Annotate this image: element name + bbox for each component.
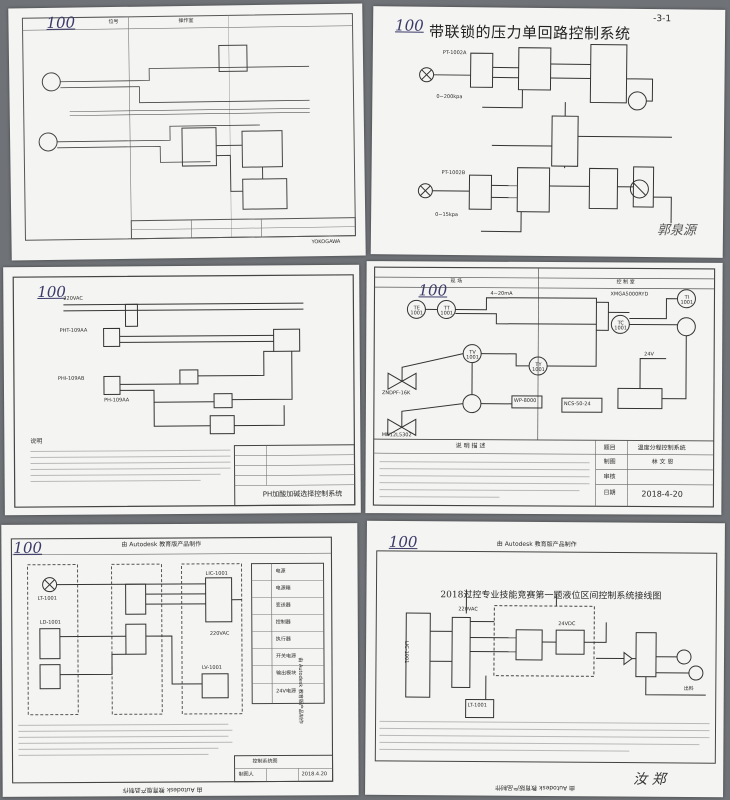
notes-heading: 说明	[30, 437, 43, 446]
drawing-sheet-2: 100 带联锁的压力单回路控制系统 -3-1 PT-1002A 0~200kpa…	[370, 6, 726, 258]
tag-dc: 24VDC	[558, 621, 576, 628]
score-mark: 100	[46, 13, 76, 32]
legend-2: 变送器	[275, 602, 291, 609]
score-mark: 100	[37, 282, 67, 302]
tag-analyzer: PH-109AA	[104, 397, 130, 404]
drawing-sheet-5: 100 由 Autodesk 教育版产品制作 由 Autodesk 教育版产品制…	[1, 523, 359, 797]
info-heading: 说 明 描 述	[455, 442, 486, 450]
legend-5: 开关电源	[275, 653, 297, 660]
header-label-room: 操作室	[178, 17, 194, 25]
score-mark: 100	[13, 538, 43, 557]
legend-7: 24V电源	[276, 688, 296, 695]
tag-transmitter: PHT-109AA	[59, 327, 88, 334]
tag-tv: TV 1001	[466, 349, 479, 361]
field-header: 现 场	[450, 278, 463, 285]
valve-model-b: MN12L5302	[381, 432, 412, 439]
tag-lic: LIC-1001	[205, 570, 228, 577]
tag-lt: LT-1001	[467, 702, 487, 709]
valve-model-a: ZNDPF-16K	[381, 390, 411, 397]
wiring-diagram-2	[417, 43, 672, 233]
header-label-tag: 位号	[108, 18, 119, 26]
wiring-diagram-4	[372, 266, 716, 508]
score-mark: 100	[395, 16, 424, 35]
maker-label: 制图	[603, 458, 616, 466]
title-block-brand: YOKOGAWA	[311, 238, 341, 246]
maker-value: 林 文 恩	[651, 458, 674, 466]
side-watermark: 由 Autodesk 教育版产品制作	[296, 657, 304, 724]
title-block-date: 2018.4.20	[301, 771, 328, 778]
tag-ti: TI 1001	[680, 294, 694, 306]
tag-lt: LT-1001	[37, 595, 57, 602]
tag-indicator: PHI-109AB	[57, 375, 85, 382]
edu-header: 由 Autodesk 教育版产品制作	[496, 540, 577, 549]
edu-header: 由 Autodesk 教育版产品制作	[121, 540, 202, 549]
tag-supply: 220VAC	[458, 606, 478, 613]
recorder-model: XMGA5000RYD	[610, 291, 649, 298]
wiring-diagram-3	[12, 274, 356, 508]
drawing-sheet-1: 100 位号 操作室 YOKOGAWA	[8, 3, 366, 261]
supply-label: 24V	[644, 351, 654, 358]
control-room-header: 控 制 室	[616, 279, 635, 286]
signature: 汝 郑	[633, 771, 666, 788]
supply-label: 220VAC	[63, 295, 83, 302]
signature: 郭泉源	[656, 223, 697, 239]
outlet-label: 出料	[683, 685, 694, 693]
tag-lv: LV-1001	[202, 664, 222, 671]
tag-ty: TY 1001	[532, 361, 545, 374]
range-label-b: 0~15kpa	[435, 211, 459, 219]
wiring-diagram-1	[21, 13, 356, 241]
title-block-name: 控制系统图	[252, 758, 278, 765]
title-block-maker: 制图人	[238, 771, 254, 778]
date-value: 2018-4-20	[641, 489, 683, 499]
date-label: 日期	[603, 489, 616, 497]
transmitter-tag-a: PT-1002A	[442, 49, 467, 57]
range-label-a: 0~200kpa	[436, 93, 463, 101]
tag-te: TE 1001	[410, 305, 424, 317]
tag-tc: TC 1001	[614, 320, 628, 332]
panel-model: NCS-50-24	[563, 401, 591, 408]
score-mark: 100	[418, 281, 448, 300]
score-mark: 100	[388, 532, 418, 552]
tag-lic: LIC-1001	[402, 641, 410, 664]
sheet-title: PH加酸加碱选择控制系统	[262, 489, 343, 499]
module-model: WP-8000	[513, 397, 537, 404]
drawing-sheet-4: 100 现 场 控 制 室 TE 1001 TT 1001 TV 1001 TY…	[365, 261, 723, 515]
tag-ld: LD-1001	[39, 619, 61, 626]
review-label: 审核	[603, 473, 616, 481]
wiring-diagram-6	[374, 550, 718, 764]
title-label: 题目	[603, 444, 616, 452]
legend-6: 输出模块	[276, 670, 297, 677]
legend-0: 电源	[275, 568, 286, 575]
edu-footer: 由 Autodesk 教育版产品制作	[495, 783, 575, 792]
title-value: 温度分程控制系统	[637, 444, 686, 452]
page-mark: -3-1	[653, 14, 672, 25]
drawing-sheet-3: 100 220VAC PHT-109AA PHI-109AB PH-109AA …	[3, 264, 361, 516]
tag-tt: TT 1001	[440, 305, 454, 317]
drawing-sheet-6: 100 由 Autodesk 教育版产品制作 2018过控专业技能竞赛第一题液位…	[365, 520, 725, 798]
signal-label: 4~20mA	[490, 290, 513, 297]
sheet-title: 带联锁的压力单回路控制系统	[428, 22, 631, 43]
tag-supply: 220VAC	[209, 630, 230, 637]
legend-1: 电源箱	[275, 585, 291, 592]
sheet-title: 2018过控专业技能竞赛第一题液位区间控制系统接线图	[440, 590, 662, 602]
edu-footer: 由 Autodesk 教育版产品制作	[122, 785, 203, 794]
legend-4: 执行器	[275, 636, 291, 643]
legend-3: 控制器	[275, 619, 291, 626]
transmitter-tag-b: PT-1002B	[441, 169, 466, 177]
wiring-diagram-5	[10, 536, 334, 784]
